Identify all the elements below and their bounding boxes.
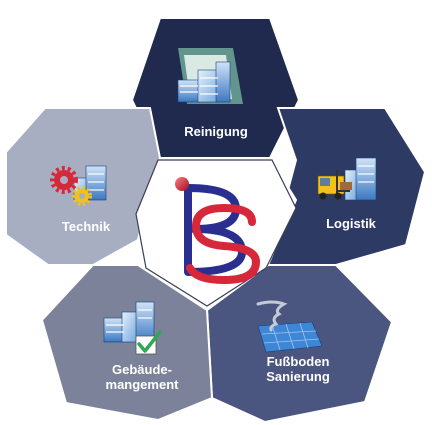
gears-buildings-icon	[50, 165, 107, 206]
tornado-floor-icon	[256, 300, 323, 353]
segment-gebaeude[interactable]: Gebäude- mangement	[40, 264, 214, 422]
segment-reinigung[interactable]: Reinigung	[130, 17, 301, 159]
segment-logistik[interactable]: Logistik	[266, 107, 427, 266]
segment-logistik-label: Logistik	[326, 216, 377, 231]
segment-technik-label: Technik	[62, 219, 111, 234]
segment-fussboden[interactable]: Fußboden Sanierung	[205, 264, 394, 424]
bs-logo: BS	[175, 177, 261, 285]
segment-reinigung-label: Reinigung	[184, 124, 248, 139]
buildings-checkmark-icon	[103, 301, 162, 355]
cleaning-buildings-icon	[177, 48, 243, 104]
segment-fussboden-label-line1: Fußboden	[267, 354, 330, 369]
segment-gebaeude-label-line1: Gebäude-	[112, 362, 172, 377]
center-logo-panel: BS	[135, 157, 298, 312]
segment-gebaeude-label-line2: mangement	[106, 377, 180, 392]
segment-fussboden-label-line2: Sanierung	[266, 369, 330, 384]
forklift-buildings-icon	[317, 157, 377, 201]
segment-technik[interactable]: Technik	[5, 107, 162, 266]
